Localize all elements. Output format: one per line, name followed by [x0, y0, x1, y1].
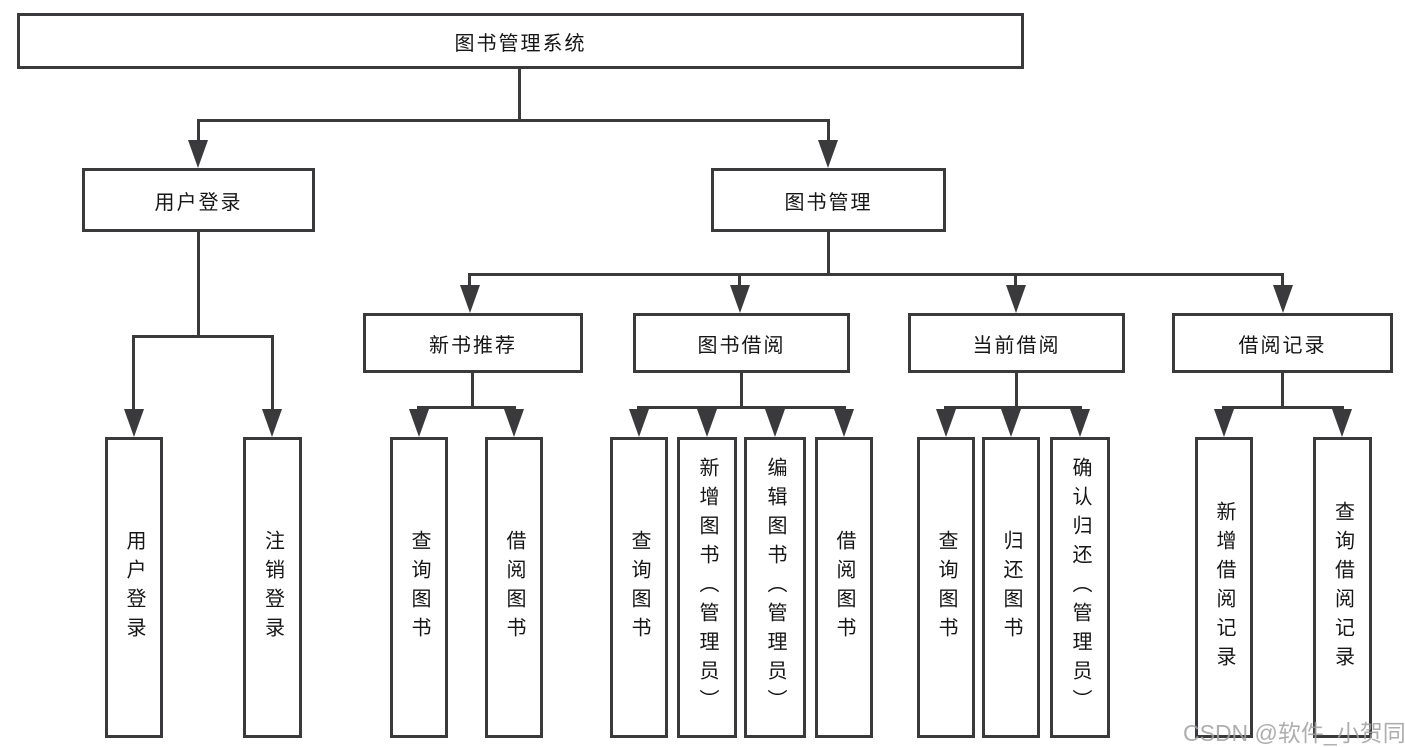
connector-userlogin-drop	[197, 232, 200, 335]
arrow-down-icon	[1332, 409, 1352, 437]
arrow-down-icon	[697, 409, 717, 437]
arrow-down-icon	[936, 409, 956, 437]
leaf-add-borrow-record: 新增借阅记录	[1195, 437, 1253, 738]
arrow-down-icon	[409, 409, 429, 437]
csdn-watermark: CSDN @软件_小贺同学	[1183, 720, 1405, 746]
arrow-down-icon	[124, 409, 144, 437]
connector-stem-level3	[738, 273, 741, 291]
arrow-down-icon	[629, 409, 649, 437]
arrow-down-icon	[188, 140, 208, 168]
connector-currentborrow-split	[944, 406, 1082, 409]
connector-level2-split	[197, 119, 830, 122]
connector-stem-book-mgmt	[827, 119, 830, 145]
connector-newbook-drop	[471, 373, 474, 406]
node-new-book-recommend: 新书推荐	[363, 313, 583, 373]
leaf-query-books-3: 查询图书	[917, 437, 975, 738]
connector-records-drop	[1281, 373, 1284, 406]
arrow-down-icon	[504, 409, 524, 437]
leaf-user-login: 用户登录	[105, 437, 163, 738]
node-book-borrow: 图书借阅	[633, 313, 850, 373]
arrow-down-icon	[262, 409, 282, 437]
leaf-return-book: 归还图书	[982, 437, 1040, 738]
connector-stem-leaf	[271, 335, 274, 413]
leaf-query-borrow-record: 查询借阅记录	[1313, 437, 1372, 738]
leaf-confirm-return-admin: 确认归还（管理员）	[1050, 437, 1110, 738]
leaf-query-books-1: 查询图书	[390, 437, 448, 738]
node-user-login-branch: 用户登录	[82, 168, 315, 232]
arrow-down-icon	[765, 409, 785, 437]
arrow-down-icon	[1070, 409, 1090, 437]
connector-bookborrow-split	[638, 406, 846, 409]
arrow-down-icon	[834, 409, 854, 437]
leaf-query-books-2: 查询图书	[610, 437, 668, 738]
connector-userlogin-split	[133, 335, 274, 338]
connector-stem-user-login	[197, 119, 200, 145]
connector-level3-split	[469, 273, 1283, 276]
node-book-management-branch: 图书管理	[711, 168, 946, 232]
arrow-down-icon	[1214, 409, 1234, 437]
connector-currentborrow-drop	[1015, 373, 1018, 406]
leaf-borrow-books-1: 借阅图书	[485, 437, 543, 738]
leaf-add-book-admin: 新增图书（管理员）	[677, 437, 737, 738]
arrow-down-icon	[1006, 285, 1026, 313]
node-borrow-records: 借阅记录	[1172, 313, 1393, 373]
arrow-down-icon	[1001, 409, 1021, 437]
arrow-down-icon	[1273, 285, 1293, 313]
connector-newbook-split	[418, 406, 516, 409]
connector-stem-level3	[1014, 273, 1017, 291]
connector-stem-leaf	[132, 335, 135, 413]
node-root-system: 图书管理系统	[17, 13, 1024, 69]
arrow-down-icon	[460, 285, 480, 313]
connector-records-split	[1223, 406, 1344, 409]
node-current-borrow: 当前借阅	[908, 313, 1125, 373]
arrow-down-icon	[818, 140, 838, 168]
connector-root-trunk	[518, 69, 521, 119]
leaf-borrow-books-2: 借阅图书	[815, 437, 873, 738]
connector-bookmgmt-drop	[827, 232, 830, 273]
arrow-down-icon	[730, 285, 750, 313]
connector-bookborrow-drop	[740, 373, 743, 406]
leaf-logout: 注销登录	[243, 437, 302, 738]
connector-stem-level3	[468, 273, 471, 291]
leaf-edit-book-admin: 编辑图书（管理员）	[744, 437, 806, 738]
connector-stem-level3	[1281, 273, 1284, 291]
